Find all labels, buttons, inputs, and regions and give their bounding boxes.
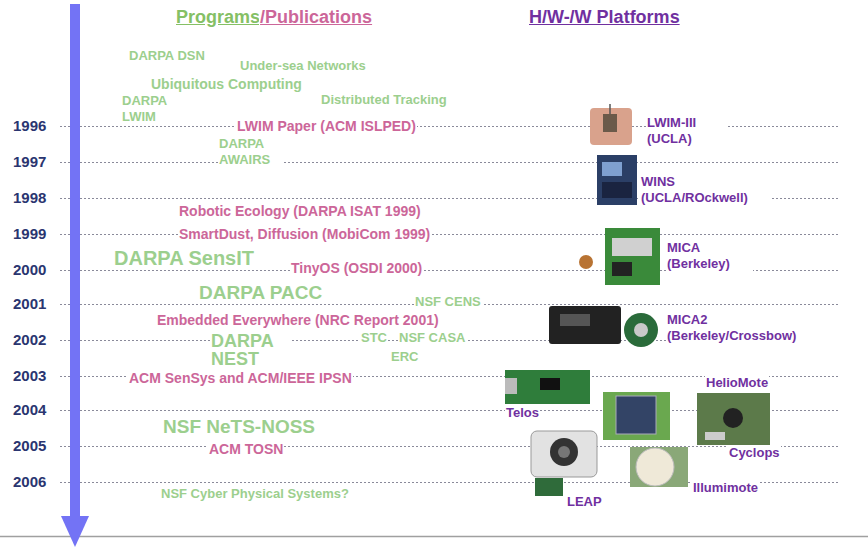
- year-label: 2003: [12, 367, 47, 385]
- program-name: DARPA DSN: [128, 48, 206, 64]
- platform-name: Cyclops: [728, 445, 781, 461]
- mica-photo: [579, 228, 660, 285]
- platform-name: LWIM-III (UCLA): [646, 115, 726, 146]
- column-header: /Publications: [259, 7, 373, 29]
- program-name: NSF CENS: [414, 294, 482, 310]
- program-name: DARPA LWIM: [121, 93, 185, 126]
- publication-name: LWIM Paper (ACM ISLPED): [236, 118, 417, 135]
- year-label: 2005: [12, 437, 47, 455]
- program-name: STC: [360, 330, 388, 346]
- year-gridlines: [60, 127, 840, 483]
- program-name: ERC: [390, 349, 419, 365]
- platform-name: HelioMote: [705, 375, 769, 391]
- program-name: Under-sea Networks: [239, 58, 367, 74]
- year-label: 2004: [12, 401, 47, 419]
- platform-name: LEAP: [566, 494, 603, 510]
- year-label: 2000: [12, 261, 47, 279]
- program-name: Distributed Tracking: [320, 92, 448, 108]
- leap-photo: [531, 431, 597, 496]
- illumimote-photo: [630, 447, 688, 487]
- year-label: 1998: [12, 189, 47, 207]
- platform-name: Telos: [505, 405, 540, 421]
- year-label: 1996: [12, 117, 47, 135]
- baseline-rule: [0, 536, 868, 538]
- year-label: 1997: [12, 153, 47, 171]
- mica2-photo: [549, 306, 658, 347]
- publication-name: Robotic Ecology (DARPA ISAT 1999): [178, 203, 422, 220]
- platform-name: WINS (UCLA/ROckwell): [640, 174, 772, 208]
- program-name: DARPA AWAIRS: [218, 136, 282, 170]
- wins-photo: [597, 155, 637, 205]
- publication-name: ACM SenSys and ACM/IEEE IPSN: [128, 370, 353, 387]
- publication-name: ACM TOSN: [208, 441, 284, 458]
- platform-name: MICA (Berkeley): [666, 240, 753, 274]
- program-name: NSF NeTS-NOSS: [162, 416, 316, 439]
- heliomote-photo: [603, 392, 670, 440]
- cyclops-photo: [697, 393, 770, 445]
- column-header: H/W-/W Platforms: [528, 7, 681, 29]
- program-name: Ubiquitous Computing: [150, 76, 303, 93]
- program-name: DARPA SensIT: [113, 246, 255, 270]
- publication-name: TinyOS (OSDI 2000): [290, 260, 423, 277]
- time-arrow: [61, 4, 89, 547]
- telos-photo: [505, 370, 590, 404]
- program-name: DARPA PACC: [198, 282, 323, 305]
- program-name: NSF CASA: [398, 330, 466, 346]
- platform-name: Illumimote: [692, 480, 759, 496]
- column-header: Programs: [175, 7, 261, 29]
- platform-name: MICA2 (Berkeley/Crossbow): [666, 312, 840, 346]
- program-name: DARPA NEST: [210, 332, 292, 368]
- lwim-photo: [590, 104, 632, 145]
- year-label: 2006: [12, 473, 47, 491]
- publication-name: Embedded Everywhere (NRC Report 2001): [156, 312, 440, 329]
- year-label: 2002: [12, 331, 47, 349]
- program-name: NSF Cyber Physical Systems?: [160, 486, 350, 502]
- publication-name: SmartDust, Diffusion (MobiCom 1999): [178, 226, 431, 243]
- year-label: 2001: [12, 295, 47, 313]
- year-label: 1999: [12, 225, 47, 243]
